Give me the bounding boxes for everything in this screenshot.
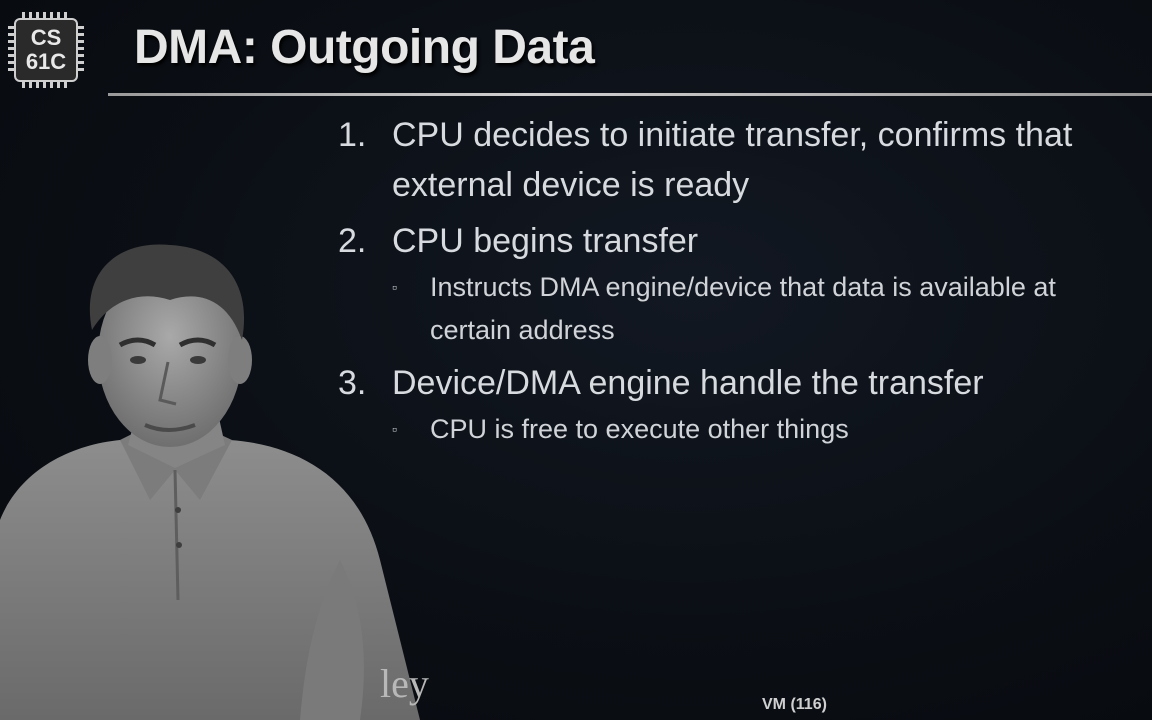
square-bullet-icon: ▫ (392, 279, 397, 295)
sub-item-text: Instructs DMA engine/device that data is… (430, 272, 1056, 345)
sub-item-text: CPU is free to execute other things (430, 414, 849, 444)
cs61c-logo: CS 61C (8, 12, 84, 88)
slide-page-number: VM (116) (762, 696, 827, 713)
logo-pins-top (22, 12, 70, 18)
logo-pins-bottom (22, 82, 70, 88)
logo-line-1: CS (30, 25, 62, 50)
item-number: 3. (338, 364, 367, 402)
logo-line-2: 61C (25, 49, 67, 74)
item-number: 1. (338, 116, 367, 154)
sub-item-2-1: ▫ Instructs DMA engine/device that data … (392, 266, 1152, 352)
footer-branding-text: ley (380, 661, 429, 706)
logo-pins-left (8, 26, 14, 74)
item-text: CPU begins transfer (392, 222, 699, 260)
item-number: 2. (338, 222, 367, 260)
item-text: CPU decides to initiate transfer, confir… (392, 116, 1073, 204)
item-text: Device/DMA engine handle the transfer (392, 364, 984, 402)
slide-title: DMA: Outgoing Data (134, 21, 595, 74)
list-item-1: 1. CPU decides to initiate transfer, con… (338, 110, 1152, 210)
list-item-3: 3. Device/DMA engine handle the transfer (338, 358, 1152, 408)
list-item-2: 2. CPU begins transfer (338, 216, 1152, 266)
square-bullet-icon: ▫ (392, 421, 397, 437)
logo-pins-right (78, 26, 84, 74)
slide-content: 1. CPU decides to initiate transfer, con… (338, 110, 1152, 451)
title-divider (108, 93, 1152, 96)
sub-item-3-1: ▫ CPU is free to execute other things (392, 408, 1152, 451)
